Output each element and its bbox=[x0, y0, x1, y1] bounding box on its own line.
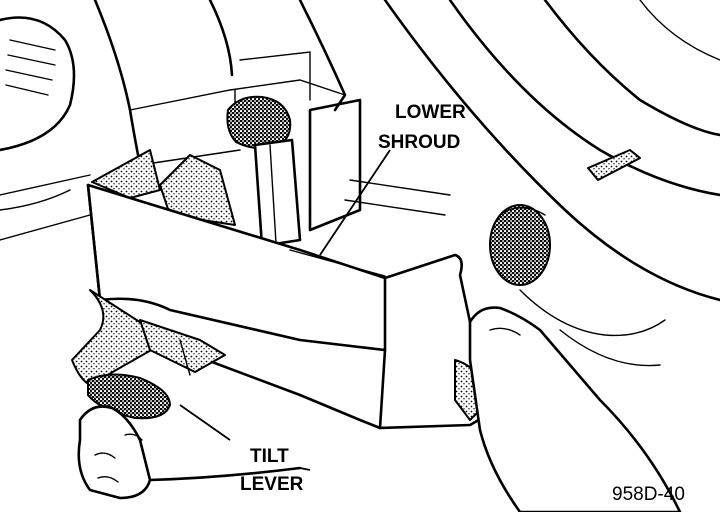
right-hand bbox=[468, 306, 682, 512]
tilt-lever-label-line1: TILT bbox=[250, 446, 289, 467]
lower-shroud-label-line1: LOWER bbox=[395, 102, 466, 123]
lower-shroud-label-line2: SHROUD bbox=[378, 132, 460, 153]
tilt-lever-label-line2: LEVER bbox=[240, 474, 304, 495]
wheel-hub bbox=[489, 149, 641, 286]
left-hand bbox=[77, 405, 302, 500]
steering-wheel bbox=[383, 0, 720, 367]
left-dash-vent bbox=[0, 16, 91, 241]
ignition-switch bbox=[226, 95, 302, 248]
figure-id: 958D-40 bbox=[612, 484, 685, 505]
leader-lines bbox=[179, 149, 391, 471]
